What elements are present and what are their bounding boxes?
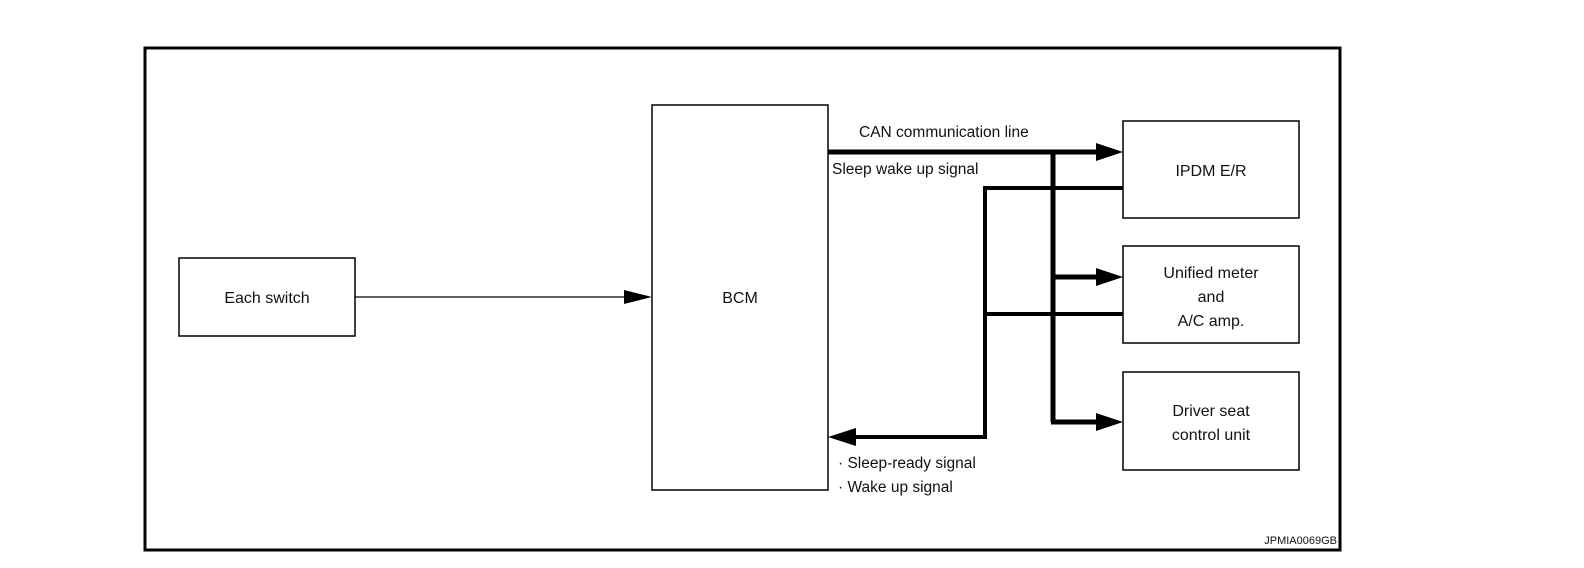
can-line-label: CAN communication line <box>859 124 1029 141</box>
seat-label-line1: Driver seat <box>1172 403 1250 420</box>
driver-seat-block: Driver seat control unit <box>1122 371 1300 471</box>
wake-up-label: · Wake up signal <box>838 479 953 496</box>
figure-code: JPMIA0069GB <box>1264 535 1337 547</box>
each-switch-label: Each switch <box>224 290 309 307</box>
sleep-ready-label: · Sleep-ready signal <box>838 455 976 472</box>
unified-meter-block: Unified meter and A/C amp. <box>1122 245 1300 344</box>
seat-label-line2: control unit <box>1172 427 1251 444</box>
can-arrowhead-ipdm <box>1096 143 1123 161</box>
each-switch-block: Each switch <box>178 257 356 337</box>
can-line <box>828 149 1098 425</box>
meter-label-line3: A/C amp. <box>1178 313 1245 330</box>
return-signal-line <box>852 186 1123 439</box>
bcm-block: BCM <box>651 104 829 491</box>
switch-to-bcm-arrowhead <box>624 290 652 304</box>
diagram-frame <box>143 46 1342 552</box>
sleep-wake-label: Sleep wake up signal <box>832 161 979 178</box>
can-arrowhead-seat <box>1096 413 1123 431</box>
meter-label-line1: Unified meter <box>1163 265 1259 282</box>
bcm-label: BCM <box>722 290 758 307</box>
return-arrowhead-bcm <box>828 428 856 446</box>
ipdm-label: IPDM E/R <box>1175 163 1246 180</box>
ipdm-block: IPDM E/R <box>1122 120 1300 219</box>
can-arrowhead-meter <box>1096 268 1123 286</box>
meter-label-line2: and <box>1198 289 1225 306</box>
